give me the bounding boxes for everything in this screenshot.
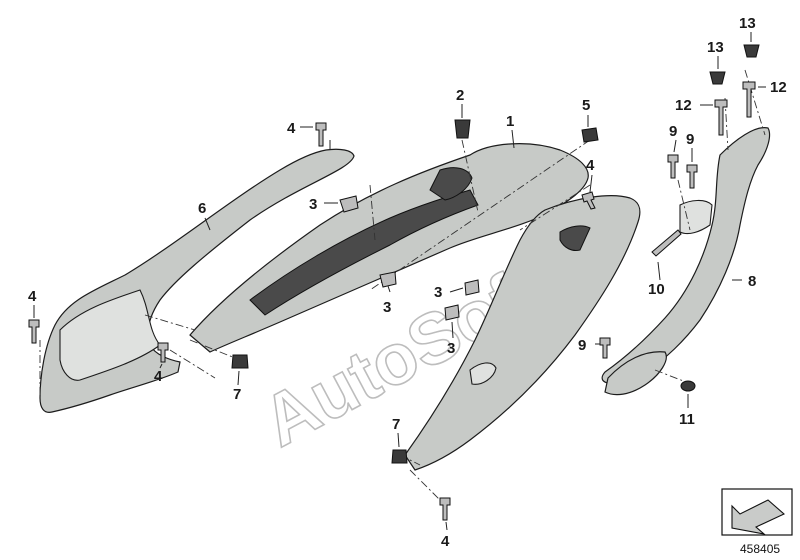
callout-8: 8 [748,273,756,290]
callout-7-b: 7 [392,416,400,433]
assembly-line-10 [744,69,766,136]
assembly-line-5 [369,184,376,241]
callout-3-b: 3 [383,299,391,316]
callout-13-a: 13 [707,39,724,56]
callout-6: 6 [198,200,206,217]
part-6-side-panel [39,140,355,413]
clip-3-c [464,279,480,296]
callout-10: 10 [648,281,665,298]
callout-1: 1 [506,113,514,130]
callout-9-a: 9 [669,123,677,140]
screw-9-a [667,154,679,179]
cap-13-a [709,71,726,85]
assembly-line-3 [189,339,241,361]
callout-4-b: 4 [28,288,37,305]
callout-11: 11 [679,411,695,428]
assembly-line-12 [654,369,687,383]
assembly-line-2 [144,314,196,331]
pin-10 [651,229,682,257]
assembly-line-11 [724,97,729,151]
callout-4-a: 4 [287,120,296,137]
part-1-rear-section [404,195,641,471]
clip-3-b [379,271,397,288]
callout-2: 2 [456,87,464,104]
part-1-tail-fairing [189,143,593,353]
callout-9-c: 9 [578,337,586,354]
callout-12-b: 12 [770,79,787,96]
hardware-items [28,44,760,521]
callout-4-e: 4 [441,533,450,550]
screw-4-right [581,191,596,210]
callout-4-c: 4 [154,368,163,385]
mount-7-b [391,449,408,464]
mount-7-a [231,354,249,369]
bolt-12-a [714,99,728,136]
screw-9-b [686,164,698,189]
assembly-line-8 [519,184,591,231]
callout-4-d: 4 [586,157,595,174]
callout-3-c: 3 [434,284,442,301]
screw-4-top [315,122,327,147]
callout-9-b: 9 [686,131,694,148]
grommet-2 [454,119,471,139]
direction-arrow-icon [731,499,785,535]
direction-indicator [721,488,793,536]
screw-4-bottom [439,497,451,521]
screw-4-left [28,319,40,344]
clip-3-d [444,304,460,321]
assembly-line-4 [169,349,216,379]
cap-11 [680,380,696,392]
leader-lines [33,32,766,531]
callout-3-a: 3 [309,196,317,213]
callout-5: 5 [582,97,590,114]
assembly-line-6 [461,139,479,213]
callout-3-d: 3 [447,340,455,357]
part-8-grab-handle [601,127,771,396]
assembly-line-13 [409,469,441,501]
diagram-number: 458405 [740,542,780,556]
callout-7-a: 7 [233,386,241,403]
bolt-12-b [742,81,756,118]
screw-9-c [599,337,611,359]
clip-3-a [339,195,359,213]
assembly-line-7 [369,139,591,291]
callout-12-a: 12 [675,97,692,114]
cap-13-b [743,44,760,58]
screw-4-mid [157,342,169,363]
nut-5 [581,127,599,143]
callout-13-b: 13 [739,15,756,32]
